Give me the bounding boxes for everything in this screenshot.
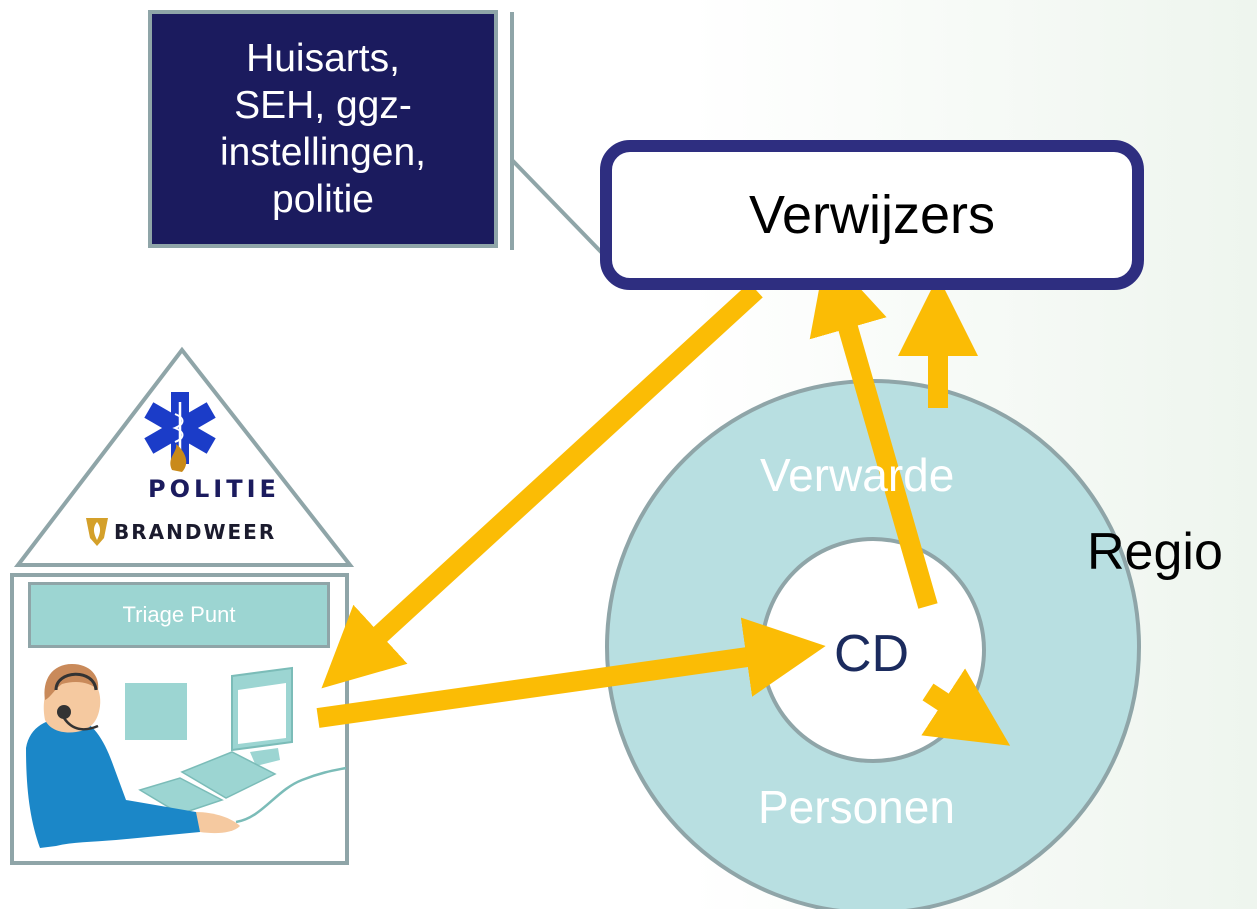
regio-label: Regio xyxy=(1087,523,1223,581)
arrow-cd-to-verwijzers xyxy=(809,251,938,609)
callout-connector xyxy=(510,158,606,257)
referrers-callout: Huisarts, SEH, ggz- instellingen, politi… xyxy=(148,10,498,248)
triage-punt-label: Triage Punt xyxy=(122,602,236,627)
verwijzers-box: Verwijzers xyxy=(600,140,1144,290)
star-of-life-icon xyxy=(144,392,216,464)
arrows xyxy=(316,251,1011,746)
callout-text: Huisarts, SEH, ggz- instellingen, politi… xyxy=(220,37,426,221)
politie-logo-text: POLITIE xyxy=(148,475,280,503)
region-label-personen: Personen xyxy=(758,781,955,833)
brandweer-logo-text: BRANDWEER xyxy=(114,520,277,544)
region-label-verwarde: Verwarde xyxy=(760,449,955,501)
cd-label: CD xyxy=(834,625,910,683)
politie-emblem-icon xyxy=(170,444,187,472)
arrow-cd-to-persons xyxy=(921,668,1011,746)
operator-illustration xyxy=(26,664,347,848)
arrow-triage-to-cd xyxy=(316,617,826,728)
verwijzers-label: Verwijzers xyxy=(748,185,996,245)
triage-punt-banner: Triage Punt xyxy=(28,582,330,648)
brandweer-emblem-icon xyxy=(86,518,108,546)
arrow-verwijzers-to-triage xyxy=(321,282,763,689)
